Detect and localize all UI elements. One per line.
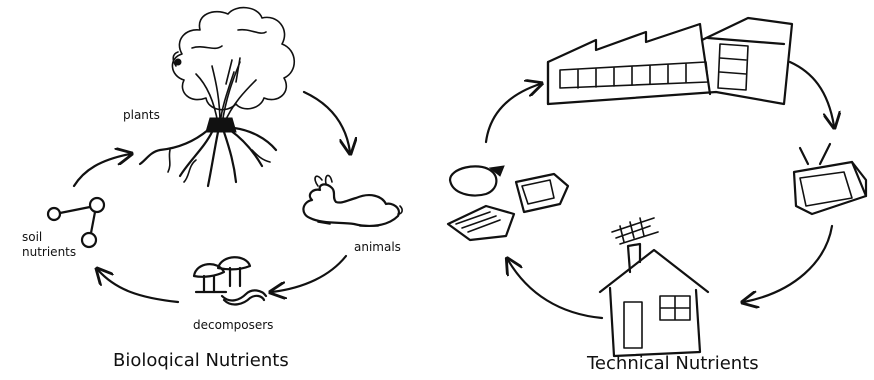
animals-label: animals xyxy=(354,240,401,254)
factory-icon xyxy=(546,16,794,106)
arrow-house-to-electronics xyxy=(508,260,604,320)
technical-cycle xyxy=(446,16,868,358)
arrow-electronics-to-factory xyxy=(484,84,540,144)
soil-nutrients-icon xyxy=(46,196,106,249)
electronics-pile-icon xyxy=(446,165,570,242)
plant-tree-icon xyxy=(138,6,296,188)
arrow-plants-to-animals xyxy=(302,90,350,152)
house-icon xyxy=(598,217,710,358)
arrow-animals-to-decomposers xyxy=(272,254,348,292)
arrow-decomposers-to-soil xyxy=(98,270,180,304)
arrow-tv-to-house xyxy=(744,224,834,302)
tv-icon xyxy=(792,142,868,216)
technical-nutrients-caption: Technical Nutrients xyxy=(587,353,759,374)
biological-nutrients-caption: Bioloqical Nutrients xyxy=(113,350,289,371)
rabbit-icon xyxy=(302,174,403,227)
biological-cycle xyxy=(46,6,403,306)
decomposers-label: decomposers xyxy=(193,318,274,332)
plants-label: plants xyxy=(123,108,160,122)
arrow-factory-to-tv xyxy=(788,60,834,126)
soil-nutrients-label-line2: nutrients xyxy=(22,245,77,259)
arrow-soil-to-plants xyxy=(72,154,130,188)
decomposers-icon xyxy=(192,256,268,306)
soil-nutrients-label-line1: soil xyxy=(22,230,43,244)
